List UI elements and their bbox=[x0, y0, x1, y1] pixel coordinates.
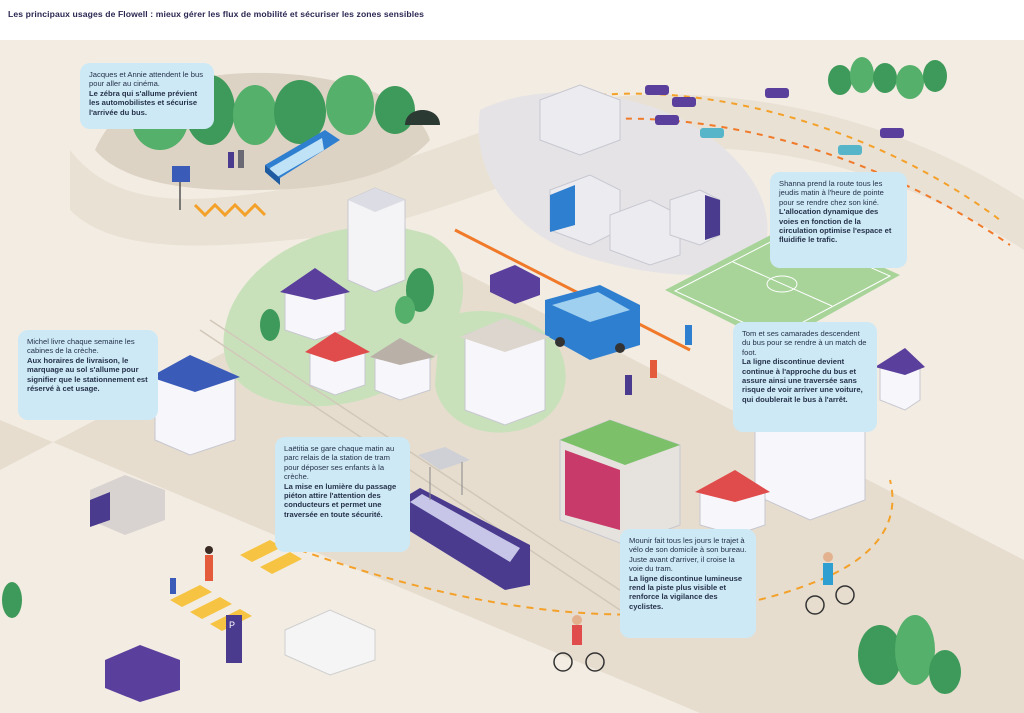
forest-top-right bbox=[828, 57, 947, 99]
callout-lead: Mounir fait tous les jours le trajet à v… bbox=[629, 536, 747, 574]
school-building bbox=[460, 318, 550, 426]
parking-sign: P bbox=[226, 615, 242, 663]
car-purple-center bbox=[490, 265, 540, 304]
callout-highlight: La ligne discontinue lumineuse rend la p… bbox=[629, 573, 743, 611]
callout-highlight: La mise en lumière du passage piéton att… bbox=[284, 481, 397, 519]
car-purple-bottom bbox=[105, 645, 180, 702]
building-cluster bbox=[539, 84, 721, 266]
callout-bike: Mounir fait tous les jours le trajet à v… bbox=[620, 529, 756, 638]
callout-delivery: Michel livre chaque semaine les cabines … bbox=[18, 330, 158, 420]
cyclist-right bbox=[805, 552, 855, 615]
svg-text:P: P bbox=[229, 620, 235, 630]
callout-bus-cinema: Jacques et Annie attendent le bus pour a… bbox=[80, 63, 214, 129]
callout-highlight: Le zébra qui s'allume prévient les autom… bbox=[89, 88, 198, 117]
tunnel bbox=[405, 110, 440, 125]
cyclist-bottom bbox=[553, 615, 605, 672]
nursery-building bbox=[150, 355, 240, 456]
apartment-tower bbox=[347, 187, 406, 293]
house-right-edge bbox=[875, 348, 925, 411]
callout-lead: Tom et ses camarades descendent du bus p… bbox=[742, 329, 867, 357]
house-grey-roof bbox=[370, 338, 435, 401]
callout-highlight: L'allocation dynamique des voies en fonc… bbox=[779, 207, 892, 245]
forest-bottom-right bbox=[858, 615, 961, 694]
car-white bbox=[284, 609, 376, 676]
page-title: Les principaux usages de Flowell : mieux… bbox=[8, 9, 424, 19]
callout-lead: Laëtitia se gare chaque matin au parc re… bbox=[284, 444, 395, 482]
callout-highlight: La ligne discontinue devient continue à … bbox=[742, 357, 863, 404]
pedestrians bbox=[170, 150, 692, 594]
callout-lead: Michel livre chaque semaine les cabines … bbox=[27, 337, 135, 356]
house-red-roof bbox=[305, 332, 370, 396]
delivery-truck bbox=[90, 475, 165, 535]
house-red-roof-right bbox=[695, 470, 770, 536]
shop-building bbox=[559, 419, 681, 546]
upper-road bbox=[70, 94, 1024, 250]
callout-tram-park: Laëtitia se gare chaque matin au parc re… bbox=[275, 437, 410, 552]
zebra-marking bbox=[193, 202, 267, 218]
callout-highlight: Aux horaires de livraison, le marquage a… bbox=[27, 355, 148, 394]
bus-stop-sign bbox=[172, 166, 190, 210]
house-purple-roof bbox=[280, 268, 350, 341]
callout-lead: Shanna prend la route tous les jeudis ma… bbox=[779, 179, 884, 207]
tram-shelter bbox=[418, 447, 470, 500]
callout-foot-match: Tom et ses camarades descendent du bus p… bbox=[733, 322, 877, 432]
traffic-cars bbox=[645, 85, 904, 155]
bus-top-left bbox=[265, 130, 340, 185]
callout-dynamic-lanes: Shanna prend la route tous les jeudis ma… bbox=[770, 172, 907, 268]
bus-center bbox=[545, 285, 640, 360]
callout-lead: Jacques et Annie attendent le bus pour a… bbox=[89, 70, 203, 89]
tram bbox=[400, 488, 530, 590]
